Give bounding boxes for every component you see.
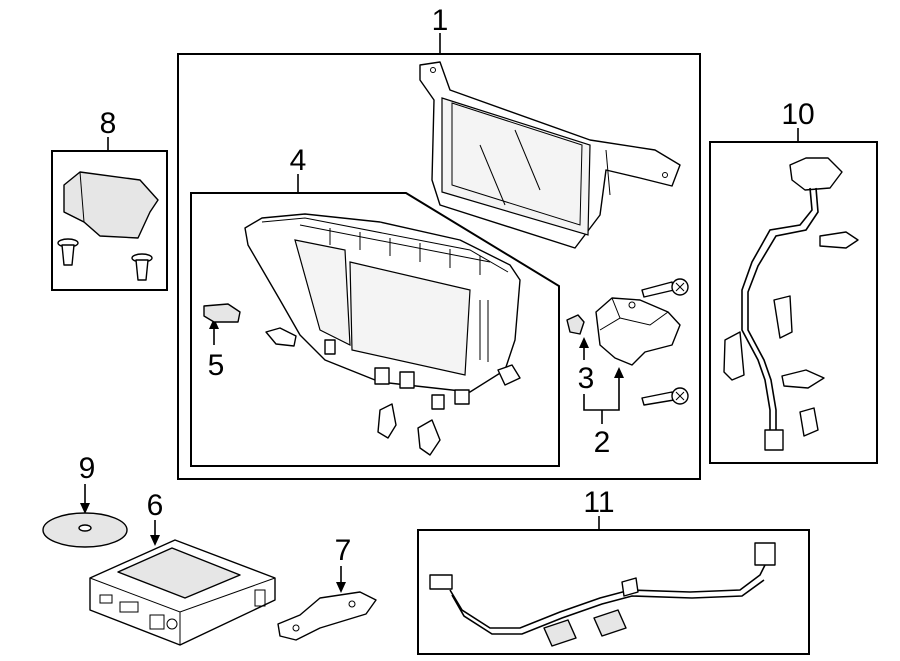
actuator-motor [595,297,681,366]
callout-7: 7 [335,534,352,567]
group-box-11 [417,529,810,655]
bracket-clip-left [377,403,397,439]
callout-5: 5 [208,349,225,382]
screw-upper [641,278,689,298]
callout-10: 10 [781,98,814,131]
navigation-disc [42,512,128,548]
callout-8: 8 [100,107,117,140]
callout-2: 2 [594,426,611,459]
push-clip-right [131,253,153,281]
trim-cover [63,171,159,239]
navigation-unit [89,539,276,646]
button-cap [203,303,241,323]
camera-harness [723,157,859,451]
push-clip-left [57,238,79,266]
group-box-4 [190,192,560,467]
small-knob [265,327,297,347]
callout-3: 3 [578,362,595,395]
camera-cable [429,542,776,647]
bracket-clip-right [417,419,441,456]
callout-9: 9 [79,452,96,485]
screw-lower [641,387,689,406]
callout-11: 11 [583,486,614,519]
instrument-cluster [244,213,521,410]
display-housing [419,61,681,249]
callout-4: 4 [290,144,307,177]
group-box-10 [709,141,878,464]
group-box-1 [177,53,701,480]
retainer-clip [566,314,585,335]
mounting-bracket [277,591,377,641]
group-box-8 [51,150,168,291]
callout-6: 6 [147,489,164,522]
callout-1: 1 [432,4,449,37]
